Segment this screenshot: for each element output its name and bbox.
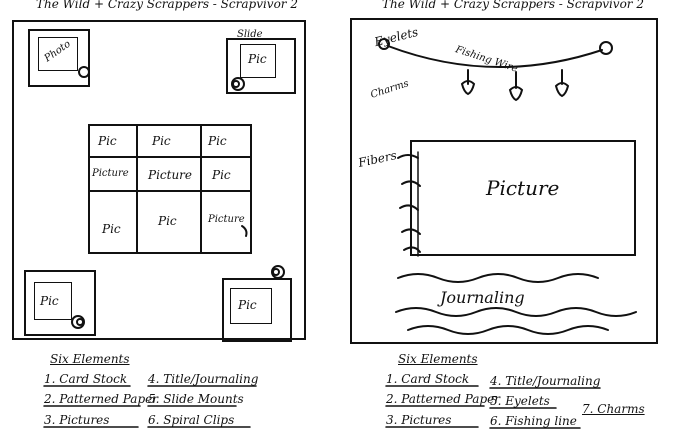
photo-mat-top-left <box>28 29 90 87</box>
spiral-clip-icon <box>241 225 248 237</box>
grid-cell: Pic <box>152 134 171 148</box>
journaling-line <box>397 273 599 283</box>
left-element-item: 1. Card Stock <box>44 372 128 386</box>
grid-cell: Pic <box>212 168 231 182</box>
slide-photo <box>240 44 276 78</box>
grid-cell: Pic <box>102 222 121 236</box>
right-element-item: 7. Charms <box>582 402 645 416</box>
spiral-clip-icon <box>272 268 280 276</box>
left-element-item: 6. Spiral Clips <box>148 413 235 427</box>
left-title: The Wild + Crazy Scrappers - Scrapvivor … <box>36 0 298 11</box>
right-element-item: 1. Card Stock <box>386 372 470 386</box>
journaling-label: Journaling <box>440 288 525 307</box>
photo-mat-bottom-left <box>24 270 96 336</box>
fishing-wire-line <box>387 45 603 69</box>
photo-grid-border <box>88 124 252 254</box>
photo-mat-bottom-right <box>222 278 292 342</box>
spiral-clip-icon <box>78 66 90 78</box>
charm-icon <box>554 82 570 98</box>
left-element-item: 4. Title/Journaling <box>148 372 259 386</box>
charm-icon <box>460 80 476 96</box>
photo-bottom-right <box>230 288 272 324</box>
right-element-item: 3. Pictures <box>386 413 452 427</box>
fiber-icon <box>399 180 421 253</box>
fiber-icon <box>397 154 419 159</box>
picture-label: Picture <box>486 176 560 200</box>
journaling-line <box>395 307 637 317</box>
eyelet-icon <box>378 38 390 50</box>
grid-cell: Picture <box>208 214 245 225</box>
left-element-item: 2. Patterned Paper <box>44 392 158 406</box>
left-elements-heading: Six Elements <box>50 352 130 366</box>
charm-icon <box>508 86 524 102</box>
slide-mount-frame <box>226 38 296 94</box>
spiral-clip-icon <box>76 318 84 326</box>
slide-label: Slide <box>237 29 263 40</box>
left-element-item: 5. Slide Mounts <box>148 392 244 406</box>
right-elements-heading: Six Elements <box>398 352 478 366</box>
right-title: The Wild + Crazy Scrappers - Scrapvivor … <box>382 0 644 11</box>
journaling-line <box>407 325 609 335</box>
photo-bottom-left <box>34 282 72 320</box>
right-element-item: 4. Title/Journaling <box>490 374 601 388</box>
bottom-right-pic-label: Pic <box>238 298 257 312</box>
grid-cell: Picture <box>92 168 129 179</box>
left-page-frame <box>12 20 306 340</box>
right-element-item: 2. Patterned Paper <box>386 392 500 406</box>
photo-grid: Pic Pic Pic Picture Picture Pic Pic Pic … <box>88 124 252 254</box>
right-element-item: 6. Fishing line <box>490 414 577 428</box>
right-page-frame <box>350 18 658 344</box>
grid-cell: Pic <box>158 214 177 228</box>
slide-pic-label: Pic <box>248 52 267 66</box>
grid-cell: Pic <box>98 134 117 148</box>
grid-cell: Picture <box>148 168 193 182</box>
photo-top-left <box>38 37 78 71</box>
bottom-left-pic-label: Pic <box>40 294 59 308</box>
right-element-item: 5. Eyelets <box>490 394 550 408</box>
grid-cell: Pic <box>208 134 227 148</box>
spiral-clip-icon <box>232 80 240 88</box>
left-element-item: 3. Pictures <box>44 413 110 427</box>
picture-block <box>410 140 636 256</box>
eyelet-icon <box>599 41 613 55</box>
